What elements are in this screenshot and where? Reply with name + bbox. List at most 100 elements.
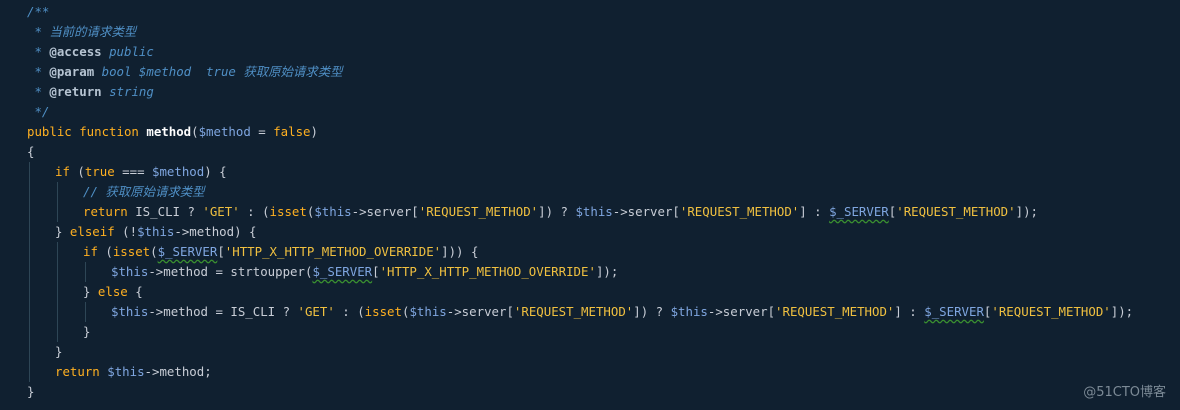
code-token: ) xyxy=(310,124,318,139)
code-token: ]) ? xyxy=(633,304,671,319)
indent-guide xyxy=(29,302,30,322)
code-token: return xyxy=(55,364,100,379)
code-line[interactable]: $this->method = strtoupper($_SERVER['HTT… xyxy=(27,262,618,282)
code-token: $_SERVER xyxy=(924,304,984,319)
code-line[interactable]: * @param bool $method true 获取原始请求类型 xyxy=(27,62,342,82)
code-line[interactable]: } xyxy=(27,382,34,402)
code-token: [ xyxy=(217,244,225,259)
indent-guide xyxy=(29,182,30,202)
code-token: ) { xyxy=(204,164,227,179)
code-line[interactable]: /** xyxy=(27,2,49,22)
code-line[interactable]: * @return string xyxy=(27,82,154,102)
code-token: 'REQUEST_METHOD' xyxy=(896,204,1016,219)
code-token: ->method = strtoupper( xyxy=(148,264,313,279)
code-token: method xyxy=(146,124,192,139)
indent-guide xyxy=(29,342,30,362)
code-token: } xyxy=(55,344,63,359)
indent-guide xyxy=(57,302,58,322)
code-token: string xyxy=(101,84,154,99)
code-token: ( xyxy=(69,164,85,179)
code-line[interactable]: } xyxy=(27,322,90,342)
indent-guide xyxy=(29,262,30,282)
code-token: 'HTTP_X_HTTP_METHOD_OVERRIDE' xyxy=(224,244,442,259)
code-token: $this xyxy=(137,224,175,239)
code-line[interactable]: if (isset($_SERVER['HTTP_X_HTTP_METHOD_O… xyxy=(27,242,478,262)
code-token: public function xyxy=(27,124,147,139)
code-token: ->method) { xyxy=(174,224,257,239)
code-token: $_SERVER xyxy=(312,264,373,279)
code-line[interactable]: } elseif (!$this->method) { xyxy=(27,222,256,242)
code-token: ->method; xyxy=(144,364,212,379)
code-token: = xyxy=(250,124,274,139)
code-line[interactable]: return $this->method; xyxy=(27,362,212,382)
code-token: $this xyxy=(409,304,447,319)
code-line[interactable]: { xyxy=(27,142,34,162)
code-token: ] : xyxy=(799,204,830,219)
code-token: elseif xyxy=(69,224,115,239)
indent-guide xyxy=(85,302,86,322)
code-token: * xyxy=(27,84,50,99)
code-line[interactable]: * @access public xyxy=(27,42,154,62)
code-line[interactable]: // 获取原始请求类型 xyxy=(27,182,205,202)
code-token: */ xyxy=(27,104,50,119)
code-line[interactable]: * 当前的请求类型 xyxy=(27,22,136,42)
code-token: if xyxy=(55,164,70,179)
code-token: ->server[ xyxy=(707,304,776,319)
code-token: ->server[ xyxy=(612,204,680,219)
code-token: $method xyxy=(198,124,251,139)
code-token: /** xyxy=(27,4,50,19)
code-line[interactable]: return IS_CLI ? 'GET' : (isset($this->se… xyxy=(27,202,1038,222)
indent-guide xyxy=(57,182,58,202)
indent-guide xyxy=(29,322,30,342)
code-token: [ xyxy=(983,304,992,319)
code-token: isset xyxy=(269,204,307,219)
indent-guide xyxy=(29,362,30,382)
code-line[interactable]: */ xyxy=(27,102,49,122)
code-token: * 当前的请求类型 xyxy=(27,24,137,39)
code-line[interactable]: } xyxy=(27,342,62,362)
code-token: isset xyxy=(364,304,402,319)
code-token: IS_CLI ? xyxy=(127,204,203,219)
code-token: [ xyxy=(372,264,380,279)
code-token: ( xyxy=(306,204,315,219)
code-token: 'REQUEST_METHOD' xyxy=(679,204,800,219)
code-token: @access xyxy=(49,44,102,59)
indent-guide xyxy=(29,282,30,302)
indent-guide xyxy=(29,222,30,242)
code-token: $_SERVER xyxy=(829,204,889,219)
code-token: (! xyxy=(114,224,138,239)
code-token: true xyxy=(84,164,115,179)
indent-guide xyxy=(57,202,58,222)
code-token: * xyxy=(27,64,50,79)
code-line[interactable]: } else { xyxy=(27,282,143,302)
code-token: ]) ? xyxy=(538,204,576,219)
indent-guide xyxy=(29,162,30,182)
code-token: $this xyxy=(111,304,149,319)
code-token: ->server[ xyxy=(446,304,514,319)
indent-guide xyxy=(57,322,58,342)
code-token: 'REQUEST_METHOD' xyxy=(775,304,895,319)
code-token: $this xyxy=(575,204,613,219)
code-token: ]); xyxy=(1110,304,1134,319)
code-token: public xyxy=(101,44,154,59)
code-token: : ( xyxy=(334,304,365,319)
code-token: $this xyxy=(314,204,352,219)
indent-guide xyxy=(57,262,58,282)
code-token: $this xyxy=(670,304,708,319)
code-line[interactable]: $this->method = IS_CLI ? 'GET' : (isset(… xyxy=(27,302,1133,322)
code-token: false xyxy=(273,124,311,139)
code-token: $this xyxy=(107,364,145,379)
code-line[interactable]: if (true === $method) { xyxy=(27,162,227,182)
code-token: === xyxy=(114,164,152,179)
code-token: ]); xyxy=(595,264,619,279)
code-token: // 获取原始请求类型 xyxy=(83,184,205,199)
code-token: 'REQUEST_METHOD' xyxy=(418,204,539,219)
code-token: $method xyxy=(152,164,205,179)
code-line[interactable]: public function method($method = false) xyxy=(27,122,318,142)
code-token: if xyxy=(83,244,98,259)
indent-guide xyxy=(57,282,58,302)
code-token: ] : xyxy=(894,304,925,319)
code-token: ->method = IS_CLI ? xyxy=(148,304,298,319)
code-token: } xyxy=(83,324,91,339)
